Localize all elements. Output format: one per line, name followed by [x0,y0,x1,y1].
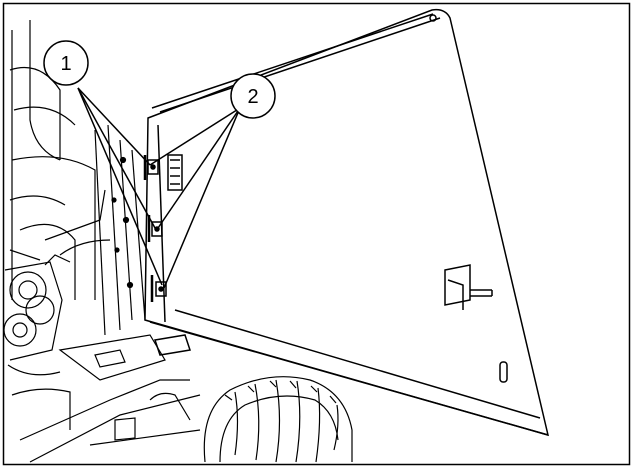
callout-2: 2 [230,73,276,119]
machine-frame-left [3,20,201,463]
callout-1-label: 1 [60,53,71,75]
leader-lines [77,87,241,289]
callout-1: 1 [43,40,89,86]
tire [203,376,353,463]
callout-2-label: 2 [247,86,258,108]
